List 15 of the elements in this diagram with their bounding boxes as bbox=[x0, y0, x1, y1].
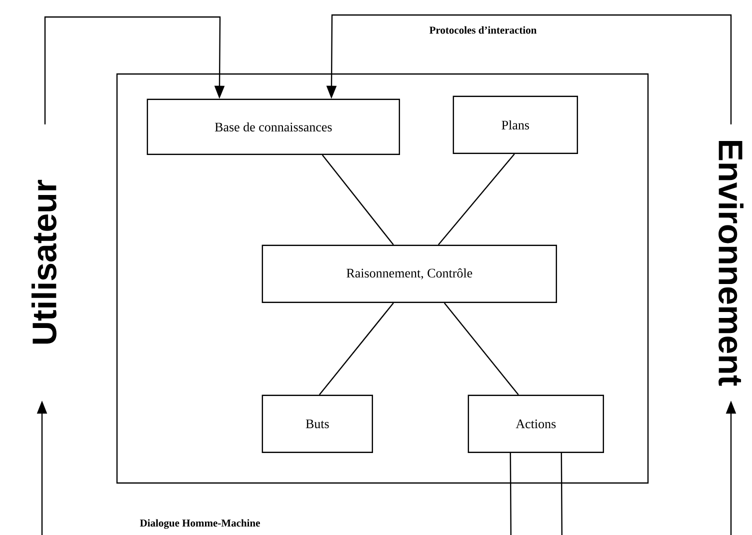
process-box: Plans bbox=[452, 96, 578, 154]
arrow bbox=[44, 16, 225, 124]
side-label: Environnement bbox=[718, 141, 744, 386]
connector-line bbox=[322, 154, 394, 246]
connector-line bbox=[438, 154, 515, 246]
side-label: Utilisateur bbox=[32, 180, 56, 344]
connector-line bbox=[318, 302, 394, 396]
system-frame bbox=[116, 73, 649, 484]
process-box: Raisonnement, Contrôle bbox=[262, 244, 557, 303]
process-box: Actions bbox=[468, 394, 604, 453]
annotation: Dialogue Homme-Machine bbox=[140, 519, 260, 529]
annotation: Protocoles d’interaction bbox=[429, 26, 537, 34]
process-box: Base de connaissances bbox=[146, 98, 400, 155]
connector-line bbox=[444, 302, 519, 396]
process-box: Buts bbox=[262, 394, 373, 453]
